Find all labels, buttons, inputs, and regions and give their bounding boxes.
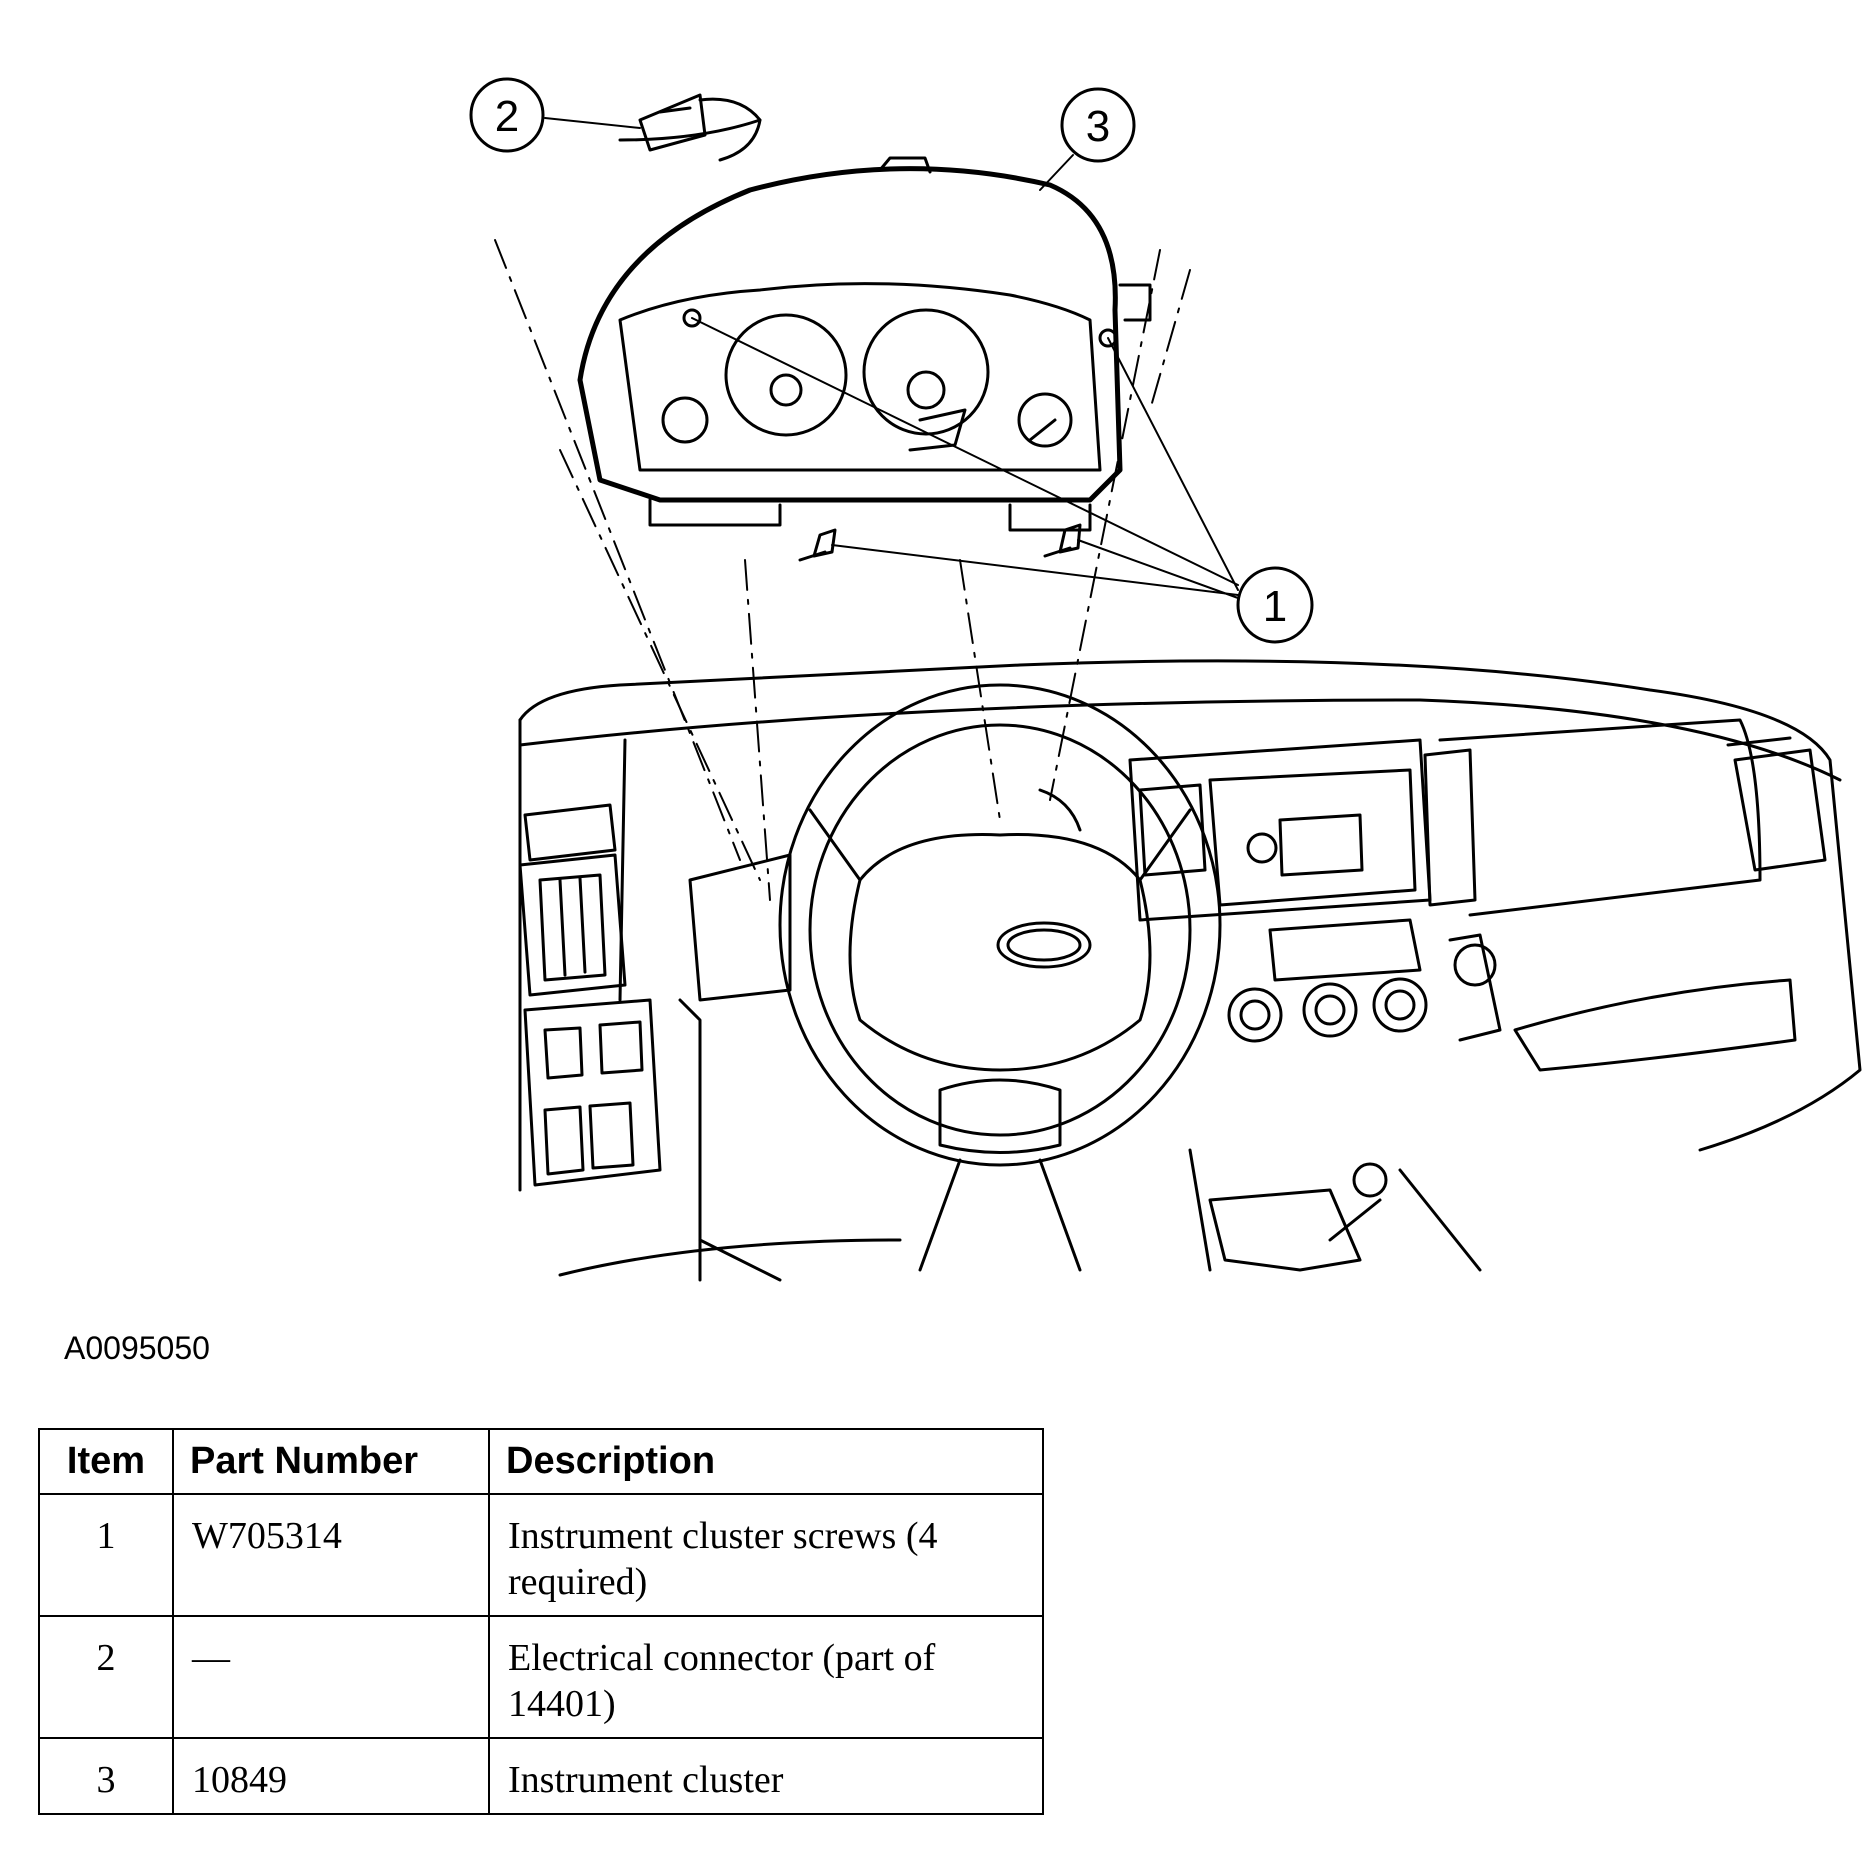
cell-item: 1	[38, 1493, 174, 1617]
callout-1-label: 1	[1263, 582, 1287, 631]
cell-description: Instrument cluster	[488, 1737, 1044, 1815]
dashboard	[518, 659, 1862, 1282]
table-row: 1 W705314 Instrument cluster screws (4 r…	[38, 1493, 1044, 1617]
electrical-connector	[618, 93, 762, 162]
callout-3-label: 3	[1086, 102, 1110, 151]
instrument-cluster	[577, 156, 1152, 532]
header-item: Item	[38, 1428, 174, 1495]
table-header-row: Item Part Number Description	[38, 1428, 1044, 1495]
cell-part-number: 10849	[172, 1737, 490, 1815]
header-part-number: Part Number	[172, 1428, 490, 1495]
cell-item: 2	[38, 1615, 174, 1739]
callout-2: 2	[469, 77, 545, 153]
callout-3: 3	[1060, 87, 1136, 163]
cell-item: 3	[38, 1737, 174, 1815]
table-row: 3 10849 Instrument cluster	[38, 1737, 1044, 1815]
table-row: 2 — Electrical connector (part of 14401)	[38, 1615, 1044, 1739]
header-description: Description	[488, 1428, 1044, 1495]
cell-part-number: —	[172, 1615, 490, 1739]
cell-description: Electrical connector (part of 14401)	[488, 1615, 1044, 1739]
parts-table: Item Part Number Description 1 W705314 I…	[38, 1428, 1044, 1815]
exploded-diagram: 2 3 1	[469, 77, 1862, 1282]
cell-description: Instrument cluster screws (4 required)	[488, 1493, 1044, 1617]
figure-id: A0095050	[64, 1330, 210, 1366]
callout-2-label: 2	[495, 92, 519, 141]
cluster-screws	[682, 308, 1118, 562]
callout-1: 1	[1236, 566, 1314, 644]
steering-wheel	[778, 683, 1222, 1272]
leader-lines	[544, 117, 1239, 599]
cell-part-number: W705314	[172, 1493, 490, 1617]
installation-lines	[494, 239, 1191, 901]
